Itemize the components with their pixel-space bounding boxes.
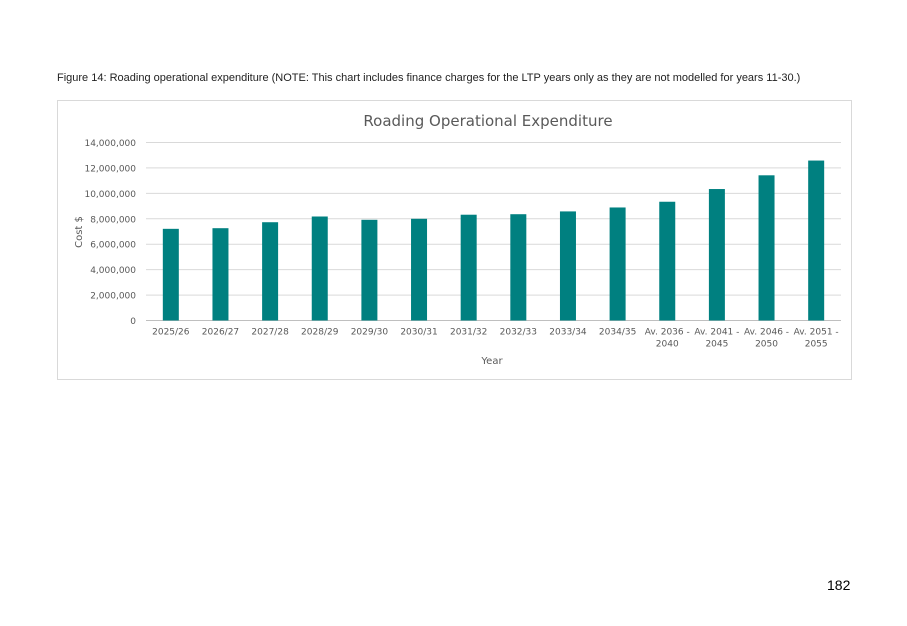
- x-tick-label: 2029/30: [351, 328, 389, 338]
- x-tick-label: 2040: [656, 340, 679, 350]
- y-tick-label: 12,000,000: [84, 164, 136, 174]
- bar: [262, 222, 279, 321]
- x-axis-label: Year: [480, 356, 503, 367]
- bar: [361, 219, 378, 321]
- bar: [708, 189, 725, 321]
- x-tick-label: 2050: [755, 340, 778, 350]
- bar: [659, 201, 676, 321]
- bar: [212, 228, 229, 321]
- y-tick-label: 2,000,000: [90, 292, 136, 302]
- x-tick-label: Av. 2051 -: [794, 328, 839, 338]
- x-tick-label: 2030/31: [400, 328, 437, 338]
- chart-title: Roading Operational Expenditure: [363, 112, 612, 130]
- y-tick-label: 8,000,000: [90, 215, 136, 225]
- y-tick-label: 14,000,000: [84, 139, 136, 149]
- x-tick-label: 2033/34: [549, 328, 587, 338]
- x-tick-label: Av. 2046 -: [744, 328, 789, 338]
- x-tick-label: 2026/27: [202, 328, 239, 338]
- bar: [808, 160, 825, 321]
- y-tick-label: 10,000,000: [84, 190, 136, 200]
- bar: [162, 228, 179, 321]
- chart-container: Roading Operational Expenditure Year Cos…: [57, 100, 852, 380]
- x-tick-label: Av. 2036 -: [645, 328, 690, 338]
- x-tick-label: 2055: [805, 340, 828, 350]
- x-tick-label: 2027/28: [251, 328, 289, 338]
- bar: [460, 214, 477, 321]
- x-tick-label: 2031/32: [450, 328, 487, 338]
- page-number: 182: [827, 577, 851, 593]
- figure-caption: Figure 14: Roading operational expenditu…: [57, 72, 801, 84]
- x-tick-label: 2028/29: [301, 328, 339, 338]
- y-tick-label: 6,000,000: [90, 241, 136, 251]
- x-tick-label: Av. 2041 -: [694, 328, 739, 338]
- bar-chart: Roading Operational Expenditure Year Cos…: [74, 112, 841, 367]
- y-axis-label: Cost $: [74, 216, 85, 248]
- x-tick-label: 2045: [705, 340, 728, 350]
- bar: [510, 214, 527, 321]
- y-tick-label: 0: [130, 317, 136, 327]
- bar: [609, 207, 626, 321]
- x-tick-label: 2032/33: [500, 328, 537, 338]
- bar: [311, 216, 328, 321]
- bar: [559, 211, 576, 321]
- y-tick-label: 4,000,000: [90, 266, 136, 276]
- x-tick-label: 2025/26: [152, 328, 190, 338]
- bar: [411, 218, 428, 321]
- bar: [758, 175, 775, 321]
- x-tick-label: 2034/35: [599, 328, 636, 338]
